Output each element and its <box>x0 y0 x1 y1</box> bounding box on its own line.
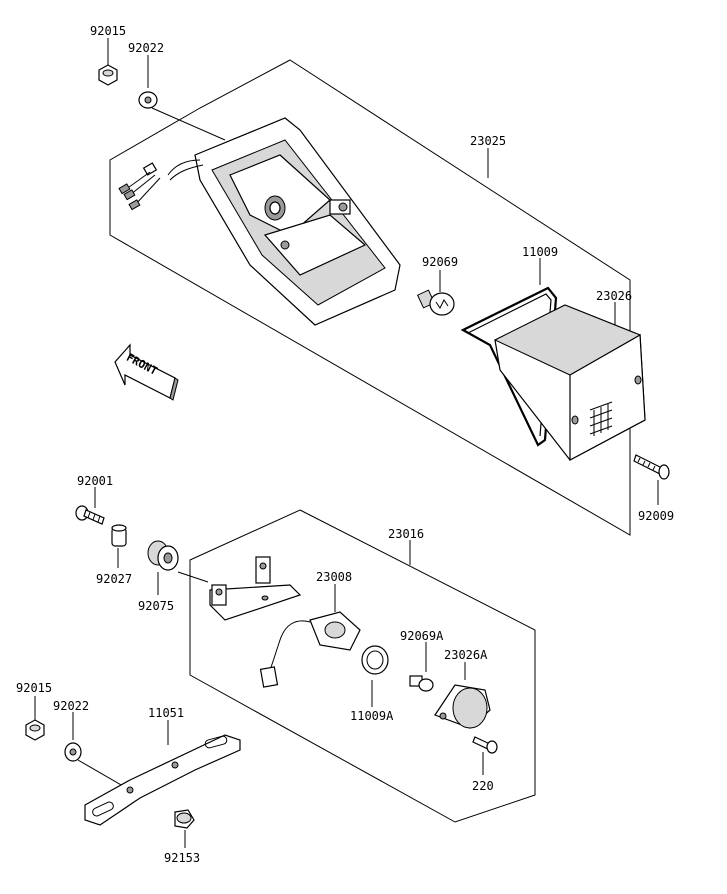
label-23026: 23026 <box>596 289 632 303</box>
collar-92027 <box>111 524 127 547</box>
tail-light-housing-23025 <box>194 117 401 326</box>
label-23026A: 23026A <box>444 648 488 662</box>
label-92069A: 92069A <box>400 629 444 643</box>
screw-220 <box>472 736 498 754</box>
label-92069: 92069 <box>422 255 458 269</box>
label-92075: 92075 <box>138 599 174 613</box>
label-23025: 23025 <box>470 134 506 148</box>
assembly-boundary-23016 <box>189 509 536 823</box>
washer-92022-bottom <box>64 742 82 762</box>
bolt-92153 <box>174 809 195 829</box>
label-92022-bottom: 92022 <box>53 699 89 713</box>
bulb-92069 <box>416 289 455 316</box>
license-light-23008 <box>259 611 361 688</box>
lens-23026A <box>434 684 491 729</box>
label-92153: 92153 <box>164 851 200 865</box>
grommet-92075 <box>147 540 179 571</box>
label-92015-top: 92015 <box>90 24 126 38</box>
lens-grid <box>589 401 613 436</box>
label-220: 220 <box>472 779 494 793</box>
label-23016: 23016 <box>388 527 424 541</box>
label-11051: 11051 <box>148 706 184 720</box>
label-23008: 23008 <box>316 570 352 584</box>
nut-92015-top <box>98 64 118 86</box>
bulb-92069A <box>409 675 434 692</box>
label-92022-top: 92022 <box>128 41 164 55</box>
license-bracket-plate <box>209 556 302 621</box>
front-direction-arrow: FRONT <box>114 343 179 401</box>
screw-92009 <box>633 454 670 480</box>
bolt-92001 <box>75 505 105 525</box>
label-11009: 11009 <box>522 245 558 259</box>
gasket-11009A <box>361 645 389 675</box>
label-92027: 92027 <box>96 572 132 586</box>
bracket-11051 <box>84 734 241 826</box>
washer-92022-top <box>138 91 158 109</box>
label-11009A: 11009A <box>350 709 394 723</box>
label-92001: 92001 <box>77 474 113 488</box>
lens-23026 <box>493 304 646 461</box>
assembly-boundary-23025 <box>109 59 631 536</box>
part-labels: 92015 92022 23025 92069 11009 23026 9200… <box>16 24 674 865</box>
label-92015-bottom: 92015 <box>16 681 52 695</box>
label-92009: 92009 <box>638 509 674 523</box>
housing-wire-harness <box>118 159 204 211</box>
nut-92015-bottom <box>25 719 45 741</box>
